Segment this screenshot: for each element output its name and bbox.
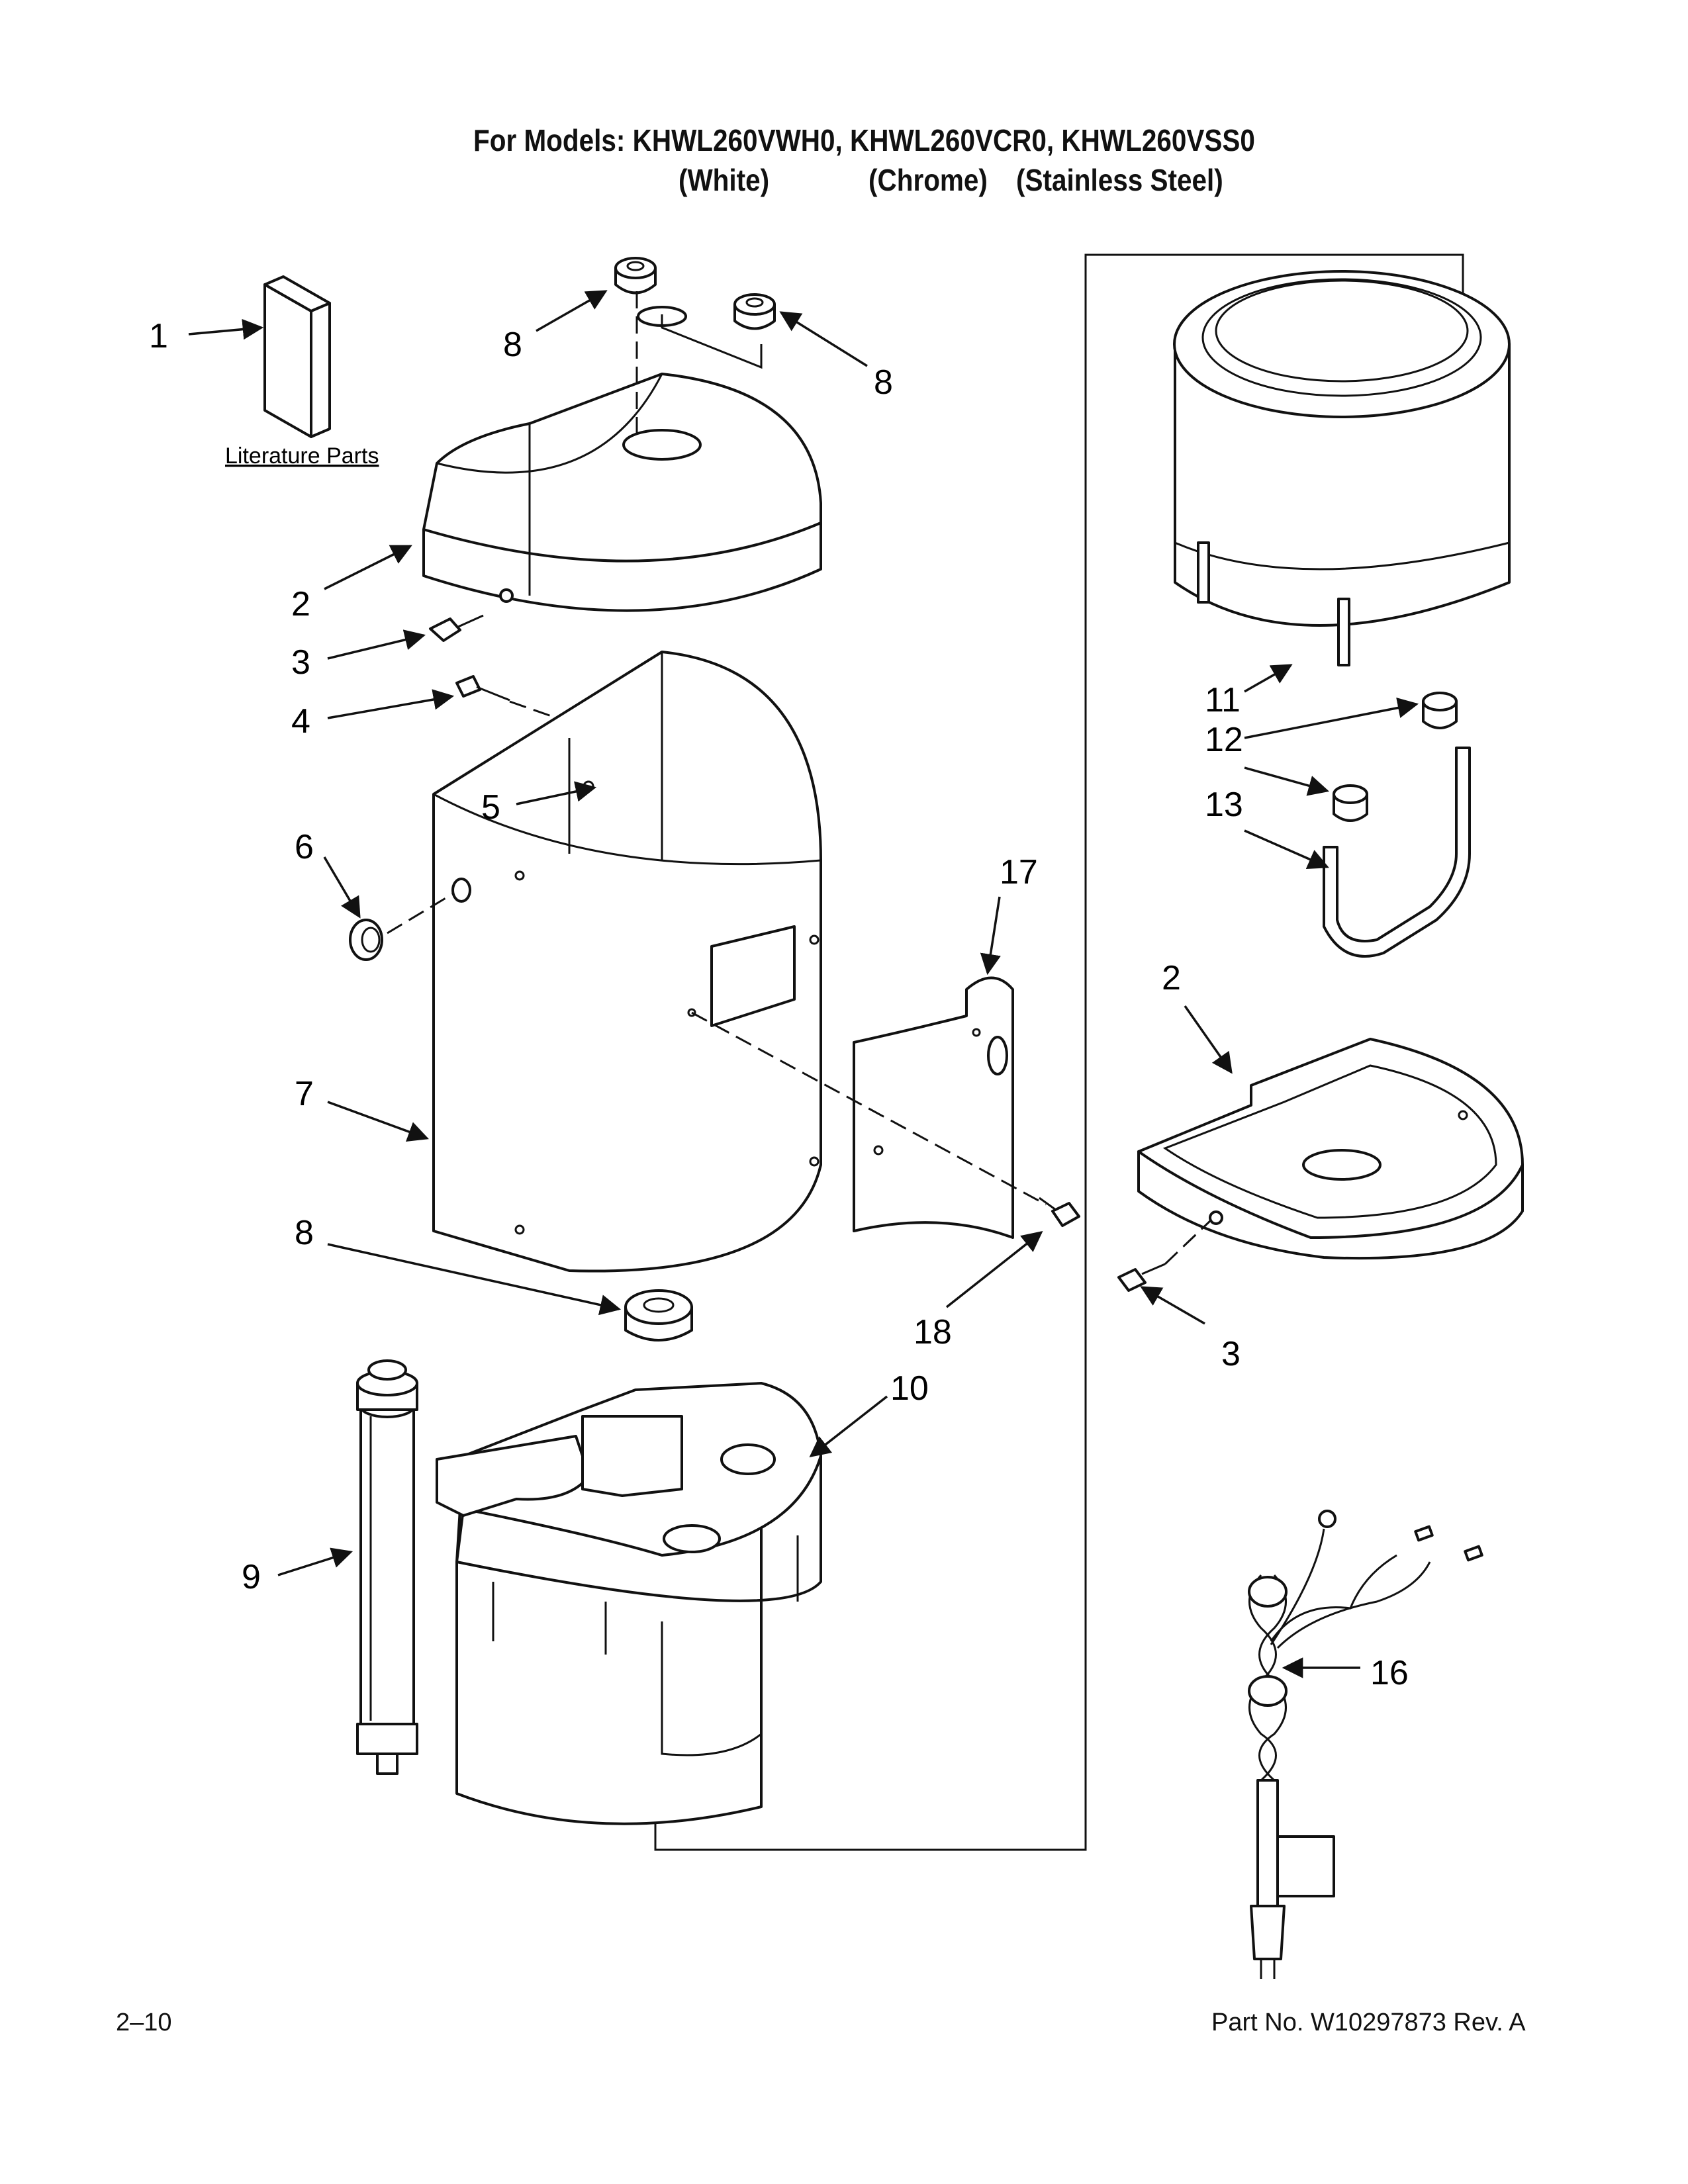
callout-13: 13 [1205,786,1243,824]
variant-stainless-label: (Stainless Steel) [1016,163,1223,197]
screw-4 [455,675,510,702]
screw-18 [1039,1197,1080,1227]
tube-13 [1323,747,1471,958]
callout-18: 18 [914,1313,952,1351]
page-number: 2–10 [116,2009,172,2036]
callouts: 1 8 8 2 3 4 5 6 7 8 9 10 11 12 13 16 17 … [149,317,1409,1692]
lower-plug [624,1289,693,1342]
top-plug-left [614,257,657,295]
plug-bracket [661,314,763,369]
shield-alignment [691,1011,1047,1206]
callout-2-drip-tray: 2 [1162,959,1181,997]
main-shell [432,651,822,1273]
callout-9: 9 [242,1558,261,1596]
top-plug-right [733,293,776,330]
callout-7: 7 [295,1075,314,1113]
literature-parts-label: Literature Parts [225,443,379,469]
callout-12: 12 [1205,721,1243,759]
cap-12-upper [1422,692,1458,729]
callout-10: 10 [890,1369,929,1408]
callout-8-lower: 8 [295,1214,314,1252]
cap-12-lower [1333,784,1368,822]
grommet-6 [349,919,383,961]
reservoir-tank [1173,270,1511,666]
callout-8-top-left: 8 [503,326,522,364]
callout-8-top-right: 8 [874,363,893,402]
heat-shield-17 [853,976,1014,1239]
screw-3-right [1117,1263,1166,1292]
callout-3-top: 3 [291,643,310,682]
models-title: For Models: KHWL260VWH0, KHWL260VCR0, KH… [473,123,1255,158]
part-number: Part No. W10297873 Rev. A [1211,2009,1526,2036]
drip-tray [1137,1038,1524,1260]
callout-16: 16 [1370,1654,1409,1692]
callout-17: 17 [1000,853,1038,891]
base-reservoir [436,1382,822,1825]
callout-1: 1 [149,317,168,355]
power-cord [1248,1510,1483,1979]
leader-lines [188,290,1419,1678]
callout-6: 6 [295,828,314,866]
literature-booklet [263,275,331,438]
variant-white-label: (White) [679,163,770,197]
filter-cartridge [356,1359,418,1775]
variant-chrome-label: (Chrome) [868,163,988,197]
screw-3-alignment [1164,1218,1213,1265]
callout-3-right: 3 [1221,1335,1241,1373]
callout-2-top-cover: 2 [291,585,310,623]
callout-4: 4 [291,702,310,741]
grommet-alignment [387,892,454,934]
callout-11: 11 [1205,681,1241,719]
callout-5: 5 [481,788,500,827]
assembly-bracket [654,253,1464,1851]
top-cover [422,306,822,612]
screw-3-top [429,614,484,642]
